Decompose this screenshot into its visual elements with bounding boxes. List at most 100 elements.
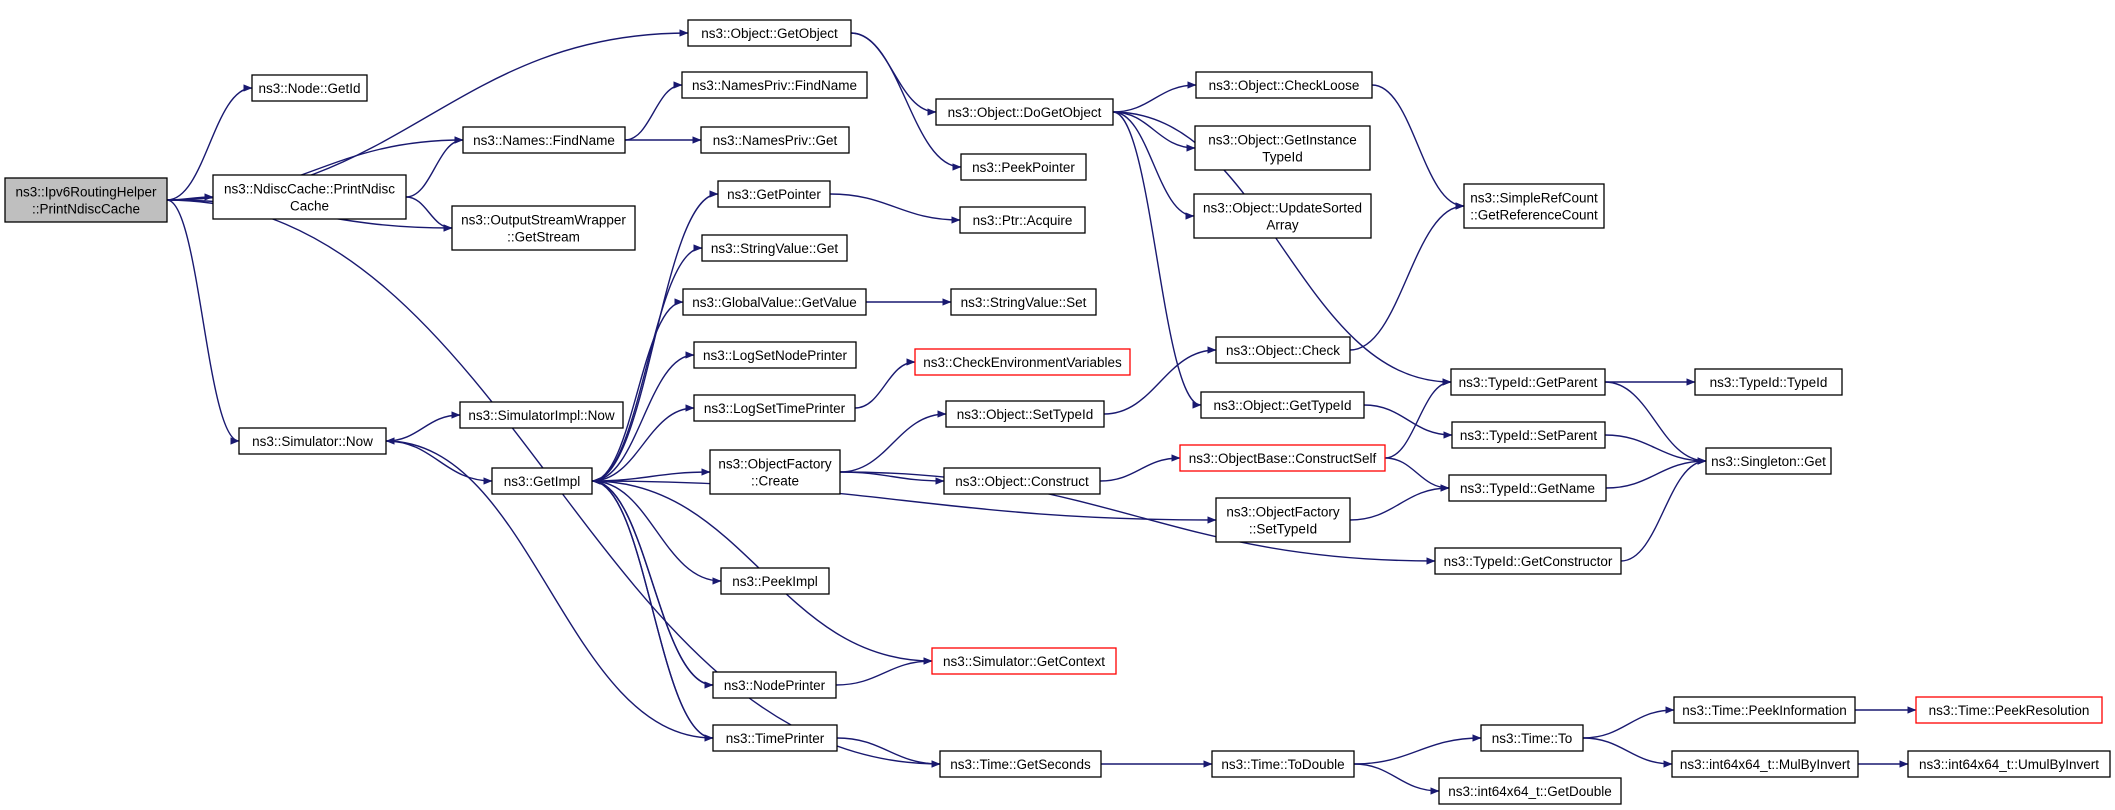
node-label: ns3::Time::ToDouble: [1221, 757, 1344, 772]
node-ns3-time-peekresolution[interactable]: ns3::Time::PeekResolution: [1915, 696, 2103, 724]
node-ns3-getpointer[interactable]: ns3::GetPointer: [717, 180, 831, 208]
node-box: [1195, 71, 1373, 99]
node-box: [1673, 696, 1856, 724]
node-ns3-time-getseconds[interactable]: ns3::Time::GetSeconds: [939, 750, 1102, 778]
node-box: [212, 174, 407, 220]
edge-getimpl-to-stringvalueget: [591, 244, 703, 482]
node-label: ns3::TypeId::GetConstructor: [1444, 554, 1613, 569]
node-ns3-object-dogetobject[interactable]: ns3::Object::DoGetObject: [935, 98, 1114, 126]
node-box: [1211, 750, 1355, 778]
node-ns3-singleton-get[interactable]: ns3::Singleton::Get: [1705, 447, 1832, 475]
node-ns3-ipv6routinghelper-printndisccache[interactable]: ns3::Ipv6RoutingHelper::PrintNdiscCache: [4, 177, 168, 223]
node-label: ns3::Simulator::Now: [252, 434, 373, 449]
edge-simnow-to-simimplnow: [385, 411, 461, 442]
node-ns3-logsettimeprinter[interactable]: ns3::LogSetTimePrinter: [693, 394, 856, 422]
node-label: ns3::Time::To: [1492, 731, 1573, 746]
edge-logtime-to-checkenv: [854, 358, 916, 409]
edge-timetodouble-to-int64getdouble: [1353, 763, 1440, 795]
node-box: [693, 341, 857, 369]
node-label: ns3::Object::GetTypeId: [1213, 398, 1351, 413]
node-label: ns3::OutputStreamWrapper: [461, 213, 626, 228]
node-ns3-objectfactory-settypeid[interactable]: ns3::ObjectFactory::SetTypeId: [1215, 497, 1351, 543]
node-box: [712, 671, 837, 699]
node-ns3-globalvalue-getvalue[interactable]: ns3::GlobalValue::GetValue: [682, 288, 867, 316]
node-ns3-time-to[interactable]: ns3::Time::To: [1480, 724, 1584, 752]
node-ns3-typeid-typeid[interactable]: ns3::TypeId::TypeId: [1694, 368, 1843, 396]
node-ns3-peekpointer[interactable]: ns3::PeekPointer: [960, 153, 1087, 181]
node-box: [717, 180, 831, 208]
node-label: ns3::TypeId::GetParent: [1459, 375, 1598, 390]
node-ns3-time-peekinformation[interactable]: ns3::Time::PeekInformation: [1673, 696, 1856, 724]
edge-timeprinter-to-timegetseconds: [836, 737, 941, 768]
node-ns3-checkenvironmentvariables[interactable]: ns3::CheckEnvironmentVariables: [914, 348, 1131, 376]
node-ns3-object-getobject[interactable]: ns3::Object::GetObject: [687, 19, 852, 47]
node-label: ns3::SimulatorImpl::Now: [468, 408, 615, 423]
node-box: [1179, 444, 1386, 472]
node-ns3-typeid-getname[interactable]: ns3::TypeId::GetName: [1448, 474, 1607, 502]
node-ns3-typeid-getconstructor[interactable]: ns3::TypeId::GetConstructor: [1434, 547, 1622, 575]
node-ns3-stringvalue-set[interactable]: ns3::StringValue::Set: [950, 288, 1097, 316]
edge-namesfindname-to-namesprivfind: [624, 81, 683, 141]
node-ns3-timeprinter[interactable]: ns3::TimePrinter: [712, 724, 838, 752]
node-ns3-node-getid[interactable]: ns3::Node::GetId: [251, 74, 368, 102]
node-ns3-objectbase-constructself[interactable]: ns3::ObjectBase::ConstructSelf: [1179, 444, 1386, 472]
node-ns3-object-checkloose[interactable]: ns3::Object::CheckLoose: [1195, 71, 1373, 99]
edge-getpointer-to-ptracquire: [829, 193, 961, 224]
node-ns3-typeid-setparent[interactable]: ns3::TypeId::SetParent: [1451, 421, 1606, 449]
edge-typeidgetname-to-singletonget: [1605, 457, 1707, 489]
node-label: ns3::Object::DoGetObject: [948, 105, 1102, 120]
edge-dogetobject-to-typeidgetparent: [1112, 111, 1452, 386]
node-label: ns3::LogSetTimePrinter: [704, 401, 846, 416]
node-box: [1434, 547, 1622, 575]
node-label: ns3::ObjectFactory: [1226, 505, 1340, 520]
node-box: [1915, 696, 2103, 724]
node-ns3-simplerefcount-getreferencecount[interactable]: ns3::SimpleRefCount::GetReferenceCount: [1463, 183, 1605, 229]
node-ns3-stringvalue-get[interactable]: ns3::StringValue::Get: [701, 234, 848, 262]
node-ns3-ptr-acquire[interactable]: ns3::Ptr::Acquire: [959, 206, 1086, 234]
node-box: [4, 177, 168, 223]
node-ns3-typeid-getparent[interactable]: ns3::TypeId::GetParent: [1450, 368, 1606, 396]
node-box: [1448, 474, 1607, 502]
node-ns3-nodeprinter[interactable]: ns3::NodePrinter: [712, 671, 837, 699]
node-box: [1200, 391, 1365, 419]
node-box: [914, 348, 1131, 376]
node-ns3-objectfactory-create[interactable]: ns3::ObjectFactory::Create: [709, 449, 841, 495]
edge-objfactcreate-to-setypeid: [839, 410, 947, 473]
node-box: [959, 206, 1086, 234]
node-ns3-names-findname[interactable]: ns3::Names::FindName: [462, 126, 626, 154]
node-ns3-logsetnodeprinter[interactable]: ns3::LogSetNodePrinter: [693, 341, 857, 369]
edge-timeprinter-to-simnow: [385, 437, 714, 739]
node-box: [1450, 368, 1606, 396]
node-box: [701, 234, 848, 262]
node-ns3-time-todouble[interactable]: ns3::Time::ToDouble: [1211, 750, 1355, 778]
node-label: ns3::Time::GetSeconds: [950, 757, 1091, 772]
node-ns3-int64x64-t-mulbyinvert[interactable]: ns3::int64x64_t::MulByInvert: [1671, 750, 1859, 778]
node-ns3-int64x64-t-umulbyinvert[interactable]: ns3::int64x64_t::UmulByInvert: [1907, 750, 2111, 778]
node-ns3-object-construct[interactable]: ns3::Object::Construct: [943, 467, 1101, 495]
node-ns3-namespriv-findname[interactable]: ns3::NamesPriv::FindName: [681, 71, 868, 99]
node-label: ns3::Time::PeekResolution: [1929, 703, 2090, 718]
node-ns3-simulator-getcontext[interactable]: ns3::Simulator::GetContext: [931, 647, 1117, 675]
node-ns3-simulatorimpl-now[interactable]: ns3::SimulatorImpl::Now: [459, 401, 624, 429]
node-ns3-outputstreamwrapper-getstream[interactable]: ns3::OutputStreamWrapper::GetStream: [451, 205, 636, 251]
edge-objfactsettypeid-to-typeidgetname: [1349, 484, 1450, 521]
node-box: [459, 401, 624, 429]
edge-getobject-to-peekpointer: [850, 32, 962, 171]
node-box: [1438, 777, 1622, 805]
node-ns3-getimpl[interactable]: ns3::GetImpl: [491, 467, 593, 495]
node-ns3-object-settypeid[interactable]: ns3::Object::SetTypeId: [945, 400, 1105, 428]
node-ns3-simulator-now[interactable]: ns3::Simulator::Now: [238, 427, 387, 455]
node-ns3-int64x64-t-getdouble[interactable]: ns3::int64x64_t::GetDouble: [1438, 777, 1622, 805]
node-label: Array: [1266, 218, 1299, 233]
node-label: ns3::NdiscCache::PrintNdisc: [224, 182, 395, 197]
node-ns3-peekimpl[interactable]: ns3::PeekImpl: [720, 567, 830, 595]
node-ns3-object-gettypeid[interactable]: ns3::Object::GetTypeId: [1200, 391, 1365, 419]
node-ns3-namespriv-get[interactable]: ns3::NamesPriv::Get: [700, 126, 850, 154]
node-label: ns3::LogSetNodePrinter: [703, 348, 848, 363]
node-box: [1694, 368, 1843, 396]
node-box: [681, 71, 868, 99]
node-ns3-ndisccache-printndisc-cache[interactable]: ns3::NdiscCache::PrintNdiscCache: [212, 174, 407, 220]
node-ns3-object-check[interactable]: ns3::Object::Check: [1215, 336, 1351, 364]
